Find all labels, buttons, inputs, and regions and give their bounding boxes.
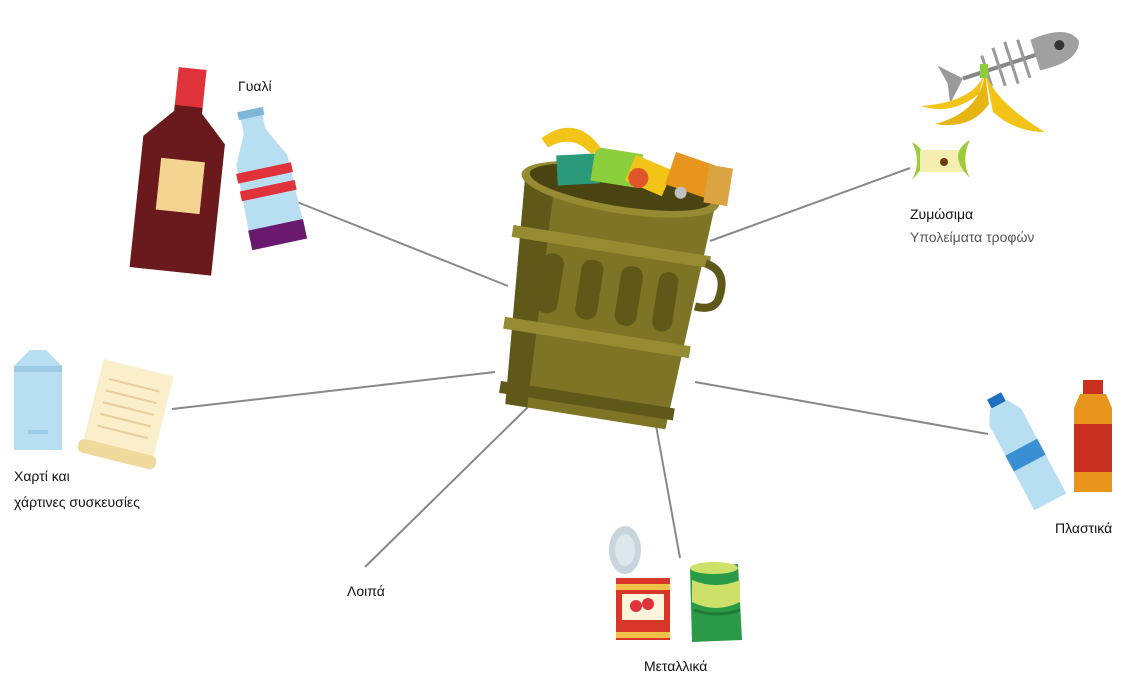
connector-paper [172, 372, 495, 409]
label-metal: Μεταλλικά [644, 656, 707, 677]
soda-can-icon [690, 562, 742, 642]
water-bottle-icon [978, 388, 1066, 511]
label-paper-line1: Χαρτί και [14, 466, 70, 487]
fish-bone-icon [937, 20, 1086, 106]
paper-scroll-icon [77, 358, 178, 471]
connector-glass [287, 198, 508, 286]
banana-peel-icon [921, 64, 1045, 132]
trash-bin-icon [486, 121, 743, 434]
connector-other [365, 405, 530, 567]
label-organic: Ζυμώσιμα [910, 204, 973, 225]
wine-bottle-icon [130, 64, 233, 275]
label-glass: Γυαλί [238, 76, 272, 97]
glass-bottle-icon [224, 104, 307, 251]
label-paper-line2: χάρτινες συσκευσίες [14, 492, 140, 513]
label-other: Λοιπά [347, 581, 385, 602]
connector-plastic [695, 382, 988, 434]
plastic-bottle-icon [1074, 380, 1112, 492]
label-plastic: Πλαστικά [1055, 518, 1112, 539]
connector-organic [710, 168, 910, 241]
connector-metal [655, 420, 680, 558]
sublabel-organic: Υπολείματα τροφών [910, 227, 1034, 248]
apple-core-icon [912, 140, 970, 180]
milk-carton-icon [14, 350, 62, 450]
tomato-can-icon [609, 526, 670, 640]
